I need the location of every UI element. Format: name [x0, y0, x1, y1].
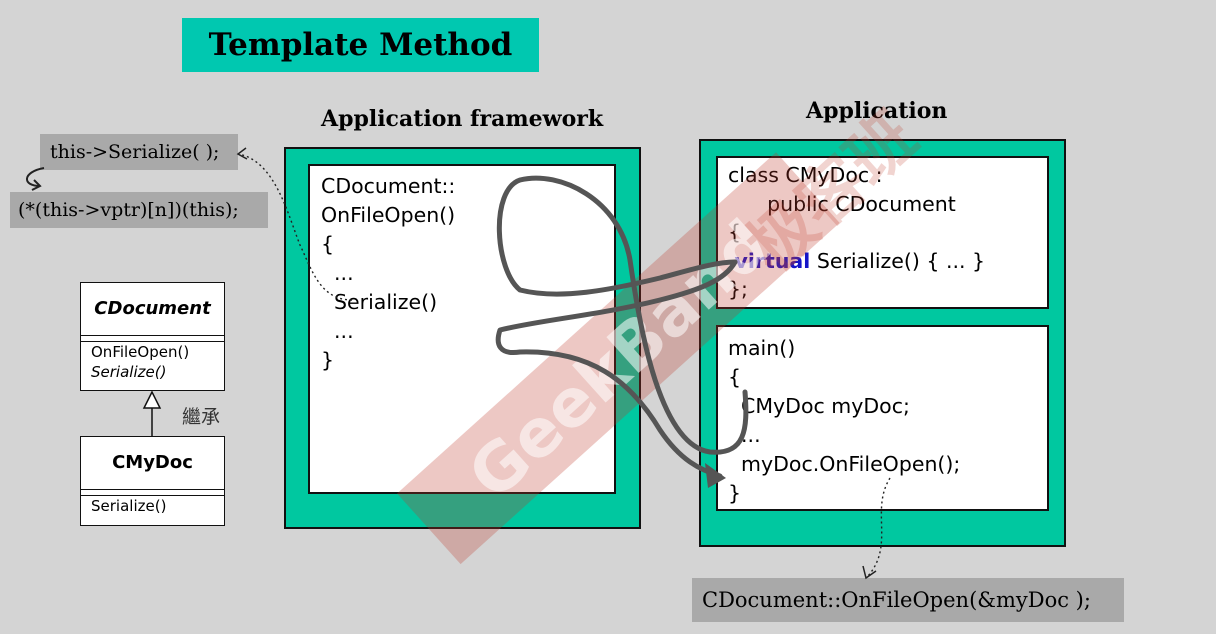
code-line: { — [728, 220, 742, 244]
uml-class-cmydoc: CMyDoc Serialize() — [80, 436, 225, 526]
app-class-panel — [716, 156, 1049, 309]
uml-class-name: CMyDoc — [81, 437, 224, 490]
code-line: { — [728, 365, 742, 389]
code-line: public CDocument — [728, 191, 956, 216]
watermark-band — [397, 152, 840, 565]
dotted-connector-bottom — [867, 477, 891, 577]
app-class-code: class CMyDoc : public CDocument { virtual… — [728, 161, 985, 304]
framework-code: CDocument::OnFileOpen(){ ... Serialize()… — [321, 172, 455, 375]
uml-separator — [81, 336, 224, 342]
dotted-connector — [237, 153, 353, 301]
uml-operation: OnFileOpen() — [91, 343, 190, 361]
code-line: CMyDoc myDoc; — [728, 394, 910, 418]
flow-path-return — [495, 259, 738, 479]
serialize-override: Serialize() { ... } — [810, 248, 986, 273]
code-line: Serialize() — [321, 290, 438, 314]
uml-class-cdocument: CDocument OnFileOpen() Serialize() — [80, 282, 225, 391]
expanded-call-callout: CDocument::OnFileOpen(&myDoc ); — [692, 578, 1124, 622]
app-main-panel — [716, 325, 1049, 511]
application-heading: Application — [806, 98, 948, 124]
code-line: CDocument:: — [321, 174, 456, 198]
uml-operation-abstract: Serialize() — [91, 363, 167, 381]
code-line: class CMyDoc : — [728, 163, 883, 187]
curved-arrow-head — [31, 179, 42, 191]
vptr-call-text: (*(this->vptr)[n])(this); — [18, 199, 239, 221]
code-line: }; — [728, 277, 748, 301]
code-line: } — [321, 348, 335, 372]
dotted-connector-arrowhead — [236, 147, 248, 160]
flow-path-main — [496, 175, 749, 455]
app-main-code: main(){ CMyDoc myDoc; ... myDoc.OnFileOp… — [728, 334, 960, 508]
framework-code-panel — [308, 164, 616, 494]
virtual-keyword: virtual — [734, 248, 811, 273]
flow-arrowhead-icon — [705, 463, 726, 488]
code-line: } — [728, 481, 742, 505]
code-line: OnFileOpen() — [321, 203, 456, 227]
flow-arrows — [495, 175, 749, 479]
code-line: ... — [321, 261, 354, 285]
inheritance-arrow-icon — [142, 390, 162, 409]
uml-class-name: CDocument — [81, 283, 224, 336]
title-banner: Template Method — [182, 18, 539, 72]
this-serialize-callout: this->Serialize( ); — [40, 134, 238, 170]
inheritance-label: 繼承 — [182, 406, 221, 428]
uml-separator — [81, 490, 224, 496]
expanded-call-text: CDocument::OnFileOpen(&myDoc ); — [702, 588, 1091, 612]
code-line: virtual Serialize() { ... } — [728, 247, 986, 276]
vptr-call-callout: (*(this->vptr)[n])(this); — [10, 192, 268, 228]
this-serialize-text: this->Serialize( ); — [50, 141, 220, 163]
code-line: myDoc.OnFileOpen(); — [728, 452, 961, 476]
code-line: main() — [728, 336, 796, 360]
page-title: Template Method — [208, 27, 513, 63]
framework-heading: Application framework — [321, 106, 604, 132]
code-line: ... — [321, 319, 354, 343]
code-line: { — [321, 232, 335, 256]
uml-operation: Serialize() — [91, 497, 167, 515]
curved-arrow-icon — [26, 167, 45, 187]
dotted-connector-bottom-arrowhead — [862, 565, 877, 580]
